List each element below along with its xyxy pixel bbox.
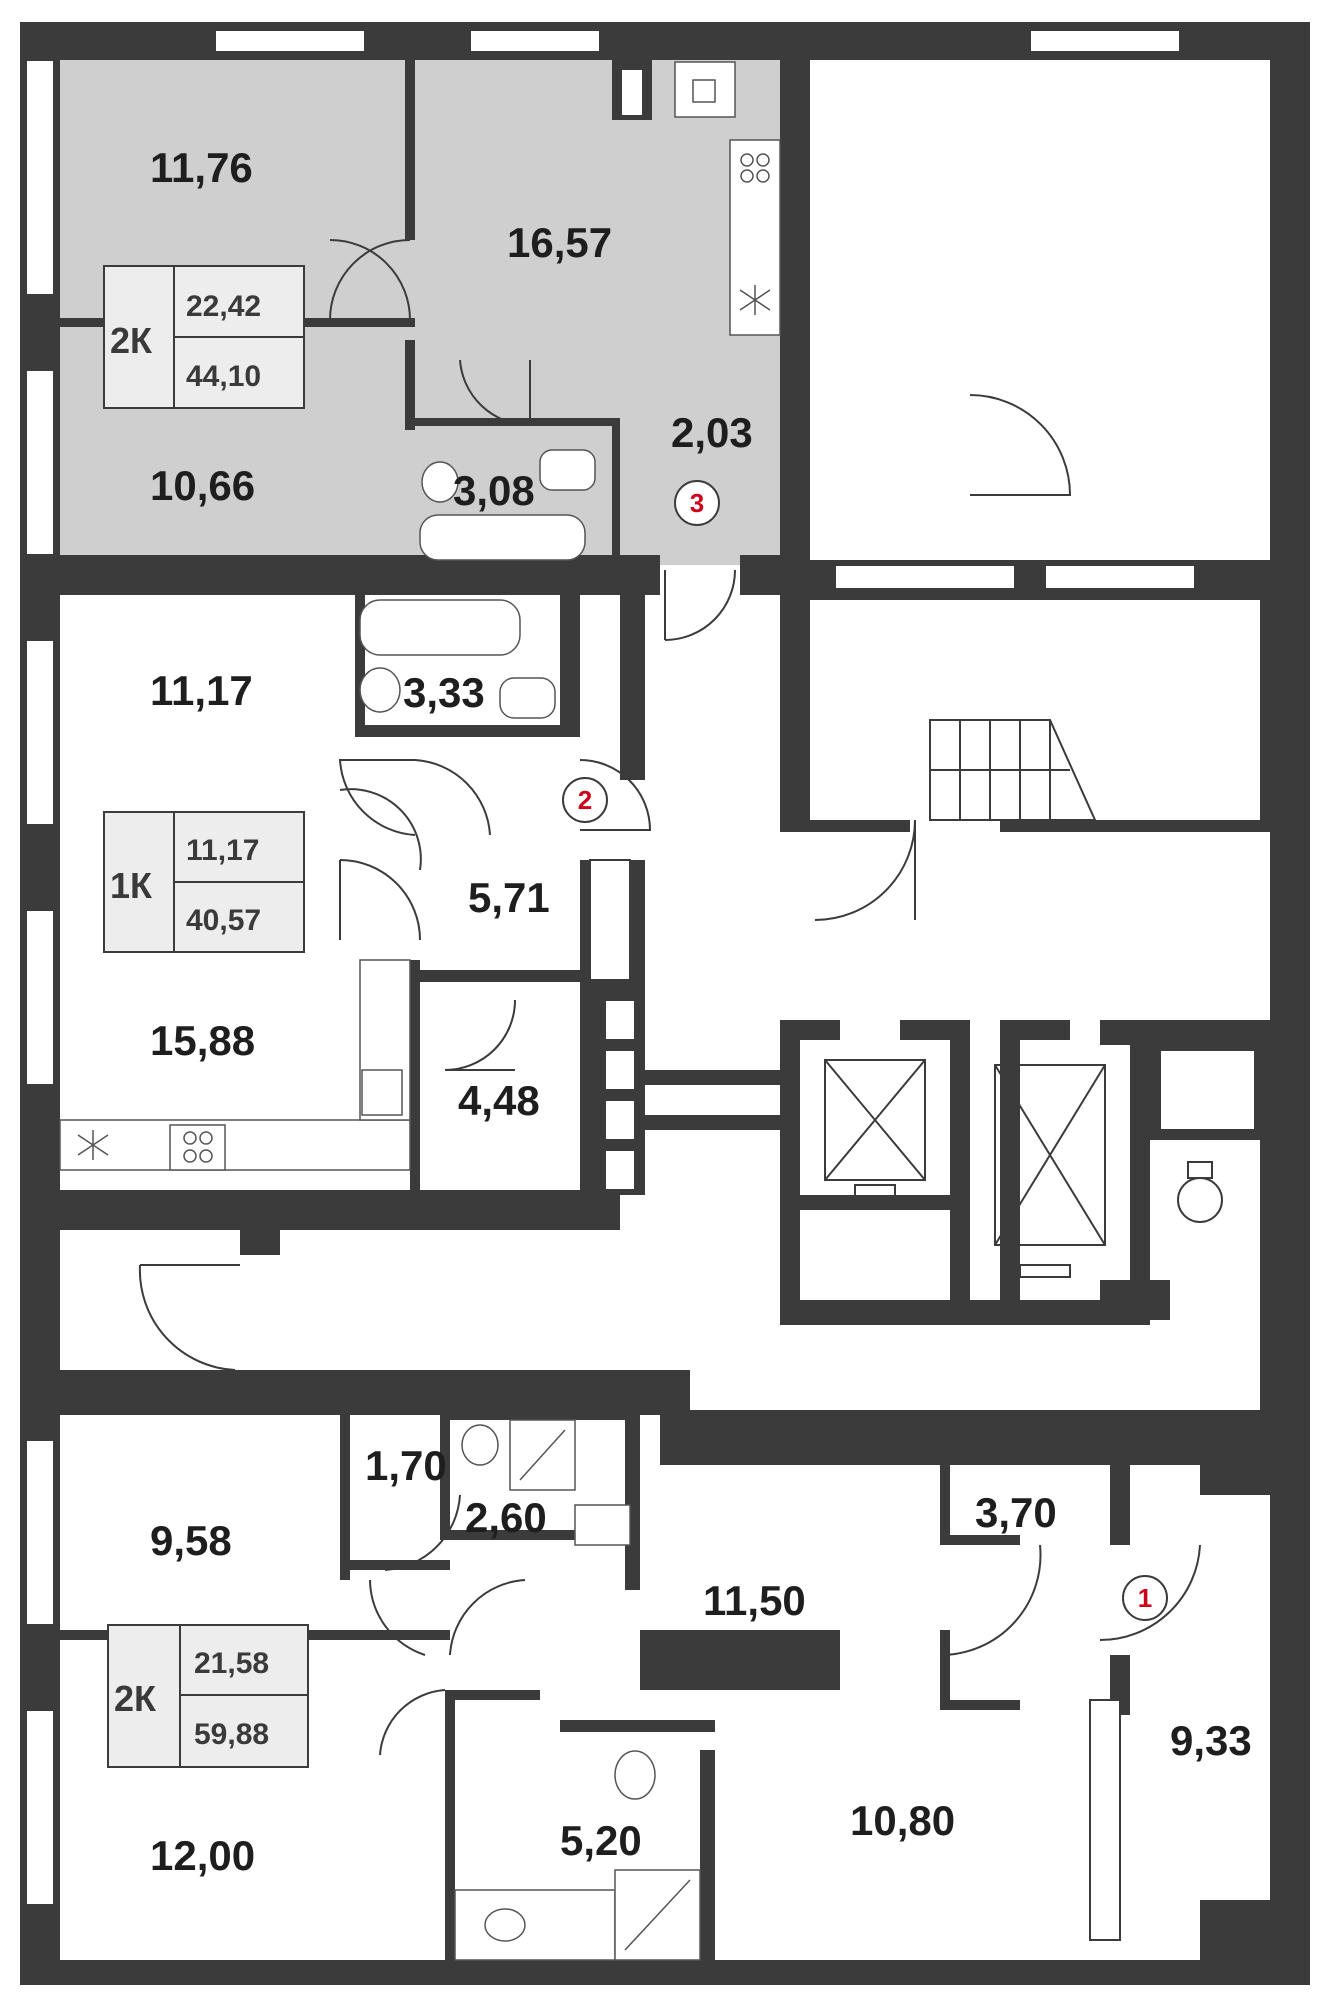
walls <box>20 22 1310 1985</box>
room-area-a2-bath: 3,33 <box>403 669 485 716</box>
living-area: 21,58 <box>194 1647 269 1680</box>
total-area: 40,57 <box>186 904 261 937</box>
room-area-a3-wc: 1,70 <box>365 1442 447 1489</box>
room-area-a1-hall: 2,03 <box>671 409 753 456</box>
room-area-a3-balcony: 9,33 <box>1170 1717 1252 1764</box>
room-area-a2-room: 11,17 <box>150 667 253 714</box>
apartment-marker-1[interactable]: 1 <box>1122 1575 1168 1621</box>
room-area-a1-room-bottom: 10,66 <box>150 462 255 509</box>
room-area-a2-kitchen: 15,88 <box>150 1017 255 1064</box>
apartment-marker-2[interactable]: 2 <box>562 777 608 823</box>
room-area-a3-shower: 2,60 <box>465 1494 547 1541</box>
room-labels: 11,76 16,57 10,66 3,08 2,03 11,17 3,33 5… <box>150 144 1252 1879</box>
room-area-a1-bath: 3,08 <box>453 467 535 514</box>
room-area-a3-room-bottom: 12,00 <box>150 1832 255 1879</box>
apartment-type: 1К <box>110 865 153 906</box>
room-area-a3-room-top: 9,58 <box>150 1517 232 1564</box>
apartment-type: 2К <box>114 1678 157 1719</box>
room-area-a2-storage: 4,48 <box>458 1077 540 1124</box>
room-area-a3-hall: 11,50 <box>703 1577 806 1624</box>
apartment-marker-3[interactable]: 3 <box>674 480 720 526</box>
total-area: 44,10 <box>186 360 261 393</box>
room-area-a2-hall: 5,71 <box>468 874 550 921</box>
marker-number: 2 <box>578 785 592 815</box>
apartment-type: 2К <box>110 320 153 361</box>
apartment-badge-3[interactable]: 2К 21,58 59,88 <box>107 1624 309 1768</box>
room-area-a1-kitchen: 16,57 <box>507 219 612 266</box>
living-area: 11,17 <box>186 834 259 867</box>
room-area-a1-room-top: 11,76 <box>150 144 253 191</box>
fixtures <box>59 61 1223 1961</box>
room-area-a3-closet: 3,70 <box>975 1489 1057 1536</box>
living-area: 22,42 <box>186 290 261 323</box>
marker-number: 3 <box>690 488 704 518</box>
apartment-badge-1[interactable]: 2К 22,42 44,10 <box>103 265 305 409</box>
room-area-a3-bath: 5,20 <box>560 1817 642 1864</box>
apartment-badge-2[interactable]: 1К 11,17 40,57 <box>103 811 305 953</box>
total-area: 59,88 <box>194 1718 269 1751</box>
room-area-a3-kitchen: 10,80 <box>850 1797 955 1844</box>
marker-number: 1 <box>1138 1583 1152 1613</box>
